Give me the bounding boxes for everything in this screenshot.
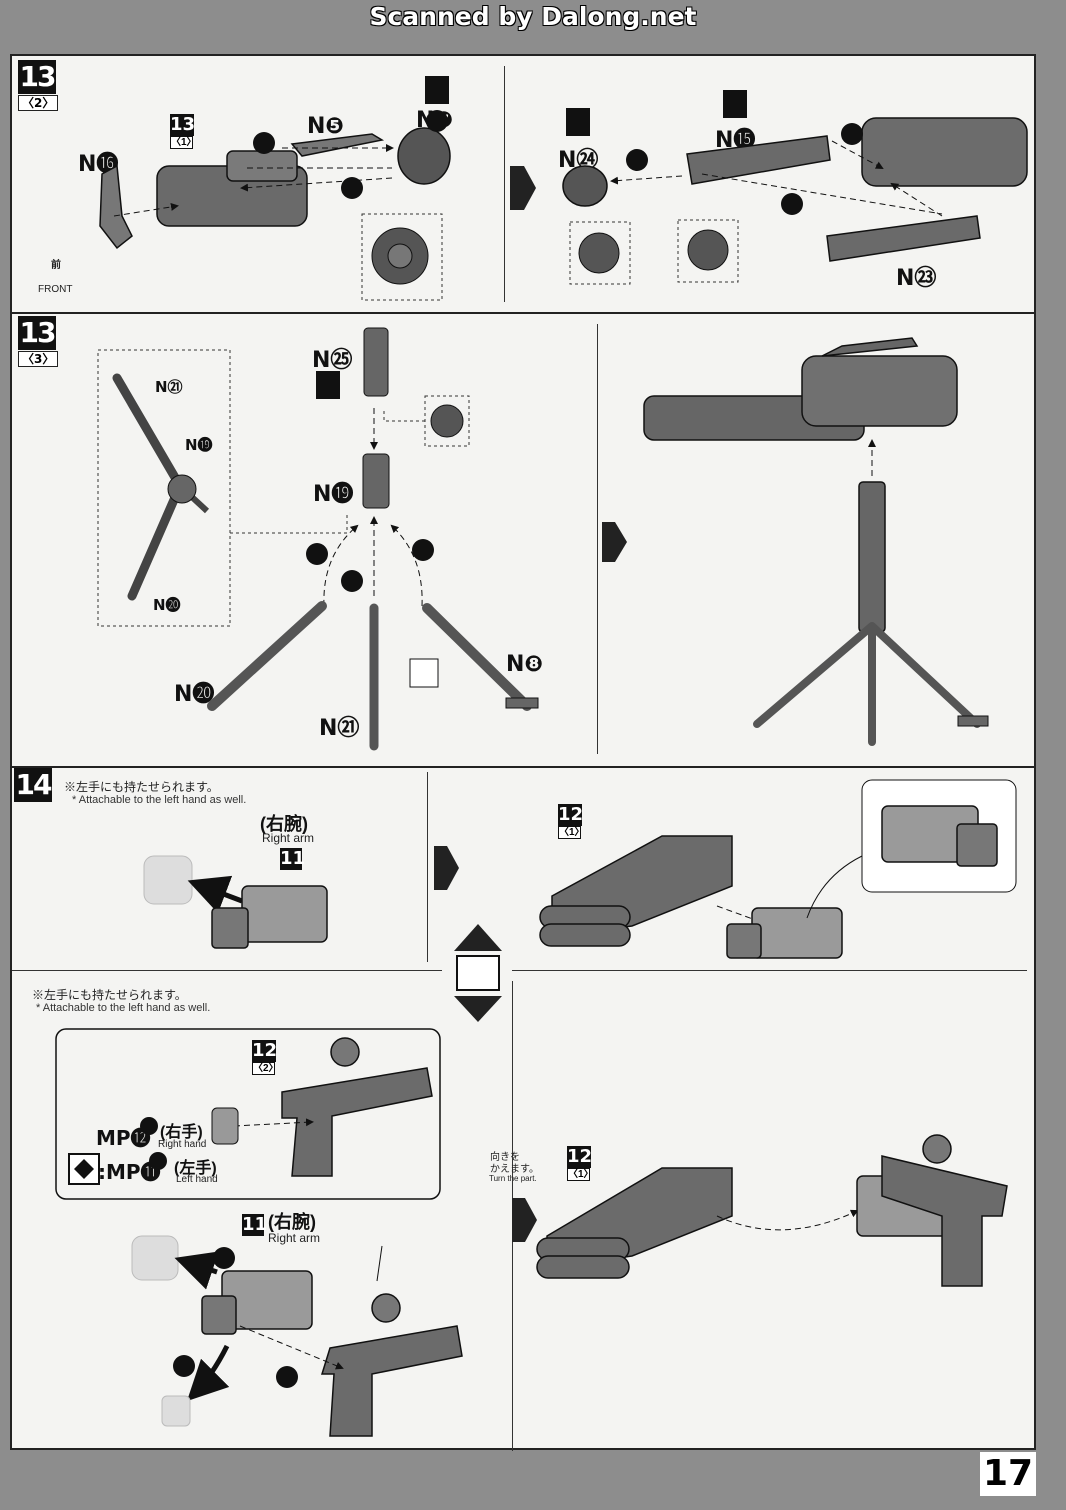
- barrel-cap-part: [562, 165, 608, 207]
- part-label: N⓴: [153, 596, 181, 614]
- reference-substep: 〈2〉: [252, 1062, 279, 1075]
- arm-tag: 11: [280, 848, 306, 870]
- part-label: N⓳: [185, 436, 213, 454]
- column-divider: [427, 772, 428, 962]
- reference-tag: 12 〈2〉: [252, 1040, 279, 1075]
- panel-divider: [12, 312, 1034, 314]
- reference-step: 12: [558, 804, 584, 826]
- step-number: 13: [18, 60, 56, 94]
- drum-part: [397, 127, 451, 185]
- right-hand-jp: (右手): [160, 1124, 203, 1141]
- right-arm-en: Right arm: [268, 1231, 321, 1245]
- scan-title: Scanned by Dalong.net: [369, 2, 697, 31]
- column-divider: [504, 66, 505, 302]
- sight-part: [290, 133, 385, 157]
- step-substep: 〈3〉: [18, 351, 59, 367]
- column-divider: [597, 324, 598, 754]
- part-label: N⓴: [174, 682, 215, 707]
- reference-substep: 〈1〉: [170, 136, 197, 149]
- reference-substep: 〈1〉: [567, 1168, 594, 1181]
- tripod-hub-part: [362, 453, 390, 509]
- note-english: * Attachable to the left hand as well.: [72, 794, 247, 806]
- handgun-part: [281, 1037, 433, 1177]
- reference-tag: 12 〈1〉: [558, 804, 585, 839]
- tripod-leg-part: [207, 601, 327, 711]
- instruction-sheet: 13 〈2〉 N⓰ N❺ N❼ N⓯ N㉔ N㉓ 13 〈1〉 前 FRONT …: [10, 54, 1036, 1451]
- part-label: N❽: [506, 652, 544, 677]
- step-number: 13: [18, 316, 56, 350]
- part-label: N㉓: [896, 266, 937, 291]
- turn-note-jp: かえます。: [490, 1164, 539, 1175]
- front-label: FRONT: [38, 284, 73, 295]
- front-kanji: 前: [51, 260, 61, 271]
- part-label: N㉑: [319, 716, 360, 741]
- bracket-part: [99, 164, 133, 250]
- part-label: N㉕: [312, 348, 353, 373]
- part-label: N❺: [307, 114, 345, 139]
- reference-step: 12: [252, 1040, 278, 1062]
- turn-note-en: Turn the part.: [489, 1174, 537, 1183]
- step-substep: 〈2〉: [18, 95, 59, 111]
- note-japanese: ※左手にも持たせられます。: [32, 988, 187, 1002]
- right-arm-part: [211, 885, 328, 949]
- reference-substep: 〈1〉: [558, 826, 585, 839]
- tripod-head-part: [363, 327, 389, 397]
- left-hand-jp: (左手): [174, 1160, 217, 1177]
- reference-step: 13: [170, 114, 196, 136]
- note-english: * Attachable to the left hand as well.: [36, 1002, 211, 1014]
- page-number: 17: [980, 1452, 1036, 1496]
- right-arm-jp: (右腕): [260, 814, 308, 834]
- right-hand-en: Right hand: [158, 1139, 207, 1150]
- left-hand-en: Left hand: [176, 1174, 218, 1185]
- reference-step: 12: [567, 1146, 593, 1168]
- option-divider: [512, 970, 1027, 971]
- part-label: N⓳: [313, 482, 354, 507]
- arm-tag: 11: [242, 1214, 268, 1236]
- note-japanese: ※左手にも持たせられます。: [64, 780, 219, 794]
- option-divider: [12, 970, 442, 971]
- right-arm-en: Right arm: [262, 831, 315, 845]
- assembled-gun-on-tripod: [643, 337, 958, 633]
- step-number: 14: [14, 768, 52, 802]
- reference-tag: 13 〈1〉: [170, 114, 197, 149]
- gun-body-part: [156, 150, 308, 227]
- tripod-leg-part: [422, 603, 532, 711]
- reference-tag: 12 〈1〉: [567, 1146, 594, 1181]
- barrel-part: [686, 117, 1028, 262]
- turn-note-jp: 向きを: [490, 1152, 520, 1163]
- panel-divider: [12, 766, 1034, 768]
- assembly-illustrations: [55, 76, 1028, 1437]
- beam-rifle-part: [539, 835, 733, 947]
- right-arm-jp: (右腕): [268, 1212, 316, 1232]
- part-label: N㉑: [155, 378, 183, 396]
